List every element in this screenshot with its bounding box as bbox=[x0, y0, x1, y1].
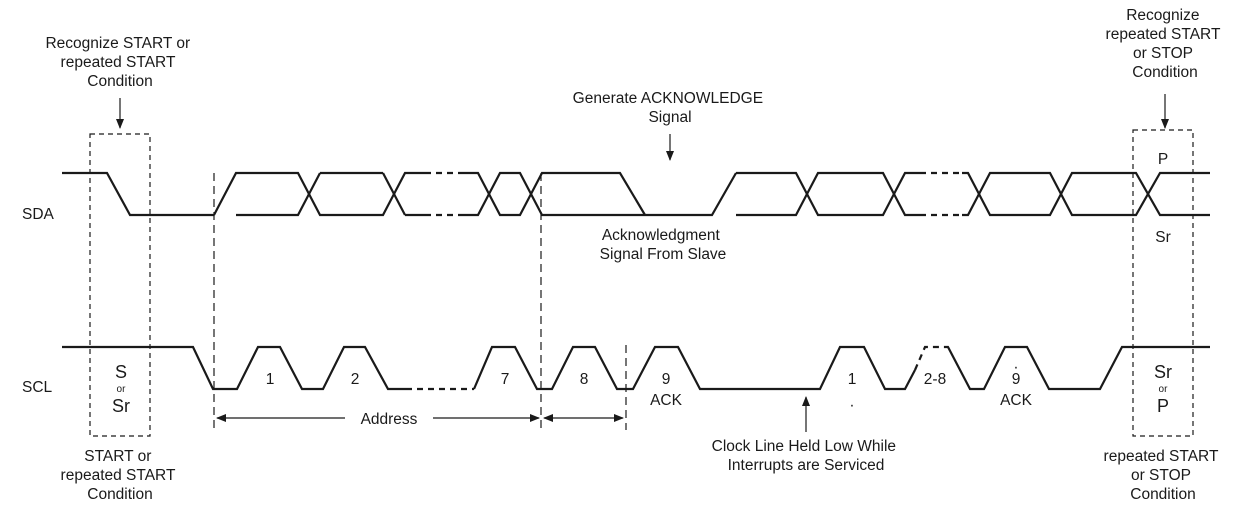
clock-1-label: 1 bbox=[266, 371, 275, 388]
start-sr-label: Sr bbox=[112, 396, 130, 416]
stop-or-label: or bbox=[1159, 384, 1169, 395]
start-condition-box bbox=[89, 133, 151, 437]
stop-condition-label: repeated START or STOP Condition bbox=[1104, 448, 1223, 503]
stop-sr-scl-label: Sr bbox=[1154, 362, 1172, 382]
sda-label: SDA bbox=[22, 206, 55, 223]
start-or-label: or bbox=[117, 384, 127, 395]
clock-d1-dot: · bbox=[849, 397, 854, 414]
clock-9-label: 9 bbox=[662, 371, 671, 388]
ack-2-label: ACK bbox=[1000, 392, 1033, 409]
ack-from-slave-label: Acknowledgment Signal From Slave bbox=[600, 227, 727, 263]
clock-7-label: 7 bbox=[501, 371, 510, 388]
stop-sr-label: Sr bbox=[1155, 229, 1171, 246]
address-label: Address bbox=[361, 411, 418, 428]
stop-p-scl-label: P bbox=[1157, 396, 1169, 416]
clock-8-label: 8 bbox=[580, 371, 589, 388]
stop-p-label: P bbox=[1158, 151, 1168, 168]
stop-condition-box bbox=[1132, 129, 1194, 437]
clock-2-label: 2 bbox=[351, 371, 360, 388]
clock-held-label: Clock Line Held Low While Interrupts are… bbox=[712, 438, 901, 474]
start-s-label: S bbox=[115, 362, 127, 382]
generate-ack-label: Generate ACKNOWLEDGE Signal bbox=[573, 90, 768, 126]
clock-d9-dot: · bbox=[1013, 359, 1018, 376]
ack-1-label: ACK bbox=[650, 392, 683, 409]
scl-label: SCL bbox=[22, 379, 53, 396]
start-condition-label: START or repeated START Condition bbox=[61, 448, 180, 503]
sda-waveform bbox=[62, 171, 1210, 217]
clock-2-8-label: 2-8 bbox=[924, 371, 946, 388]
start-recognize-label: Recognize START or repeated START Condit… bbox=[45, 35, 194, 90]
clock-d9-label: 9 bbox=[1012, 371, 1021, 388]
scl-waveform bbox=[62, 345, 1210, 391]
stop-recognize-label: Recognize repeated START or STOP Conditi… bbox=[1106, 7, 1225, 81]
clock-d1-label: 1 bbox=[848, 371, 857, 388]
